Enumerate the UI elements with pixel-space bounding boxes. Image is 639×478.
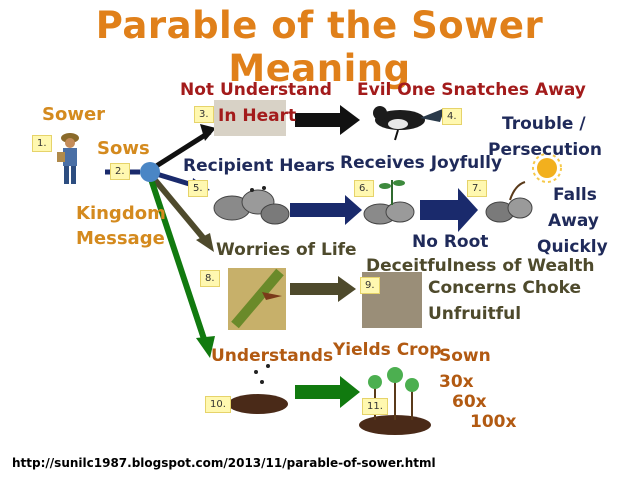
evil-one-label: Evil One Snatches Away xyxy=(357,80,586,100)
step-8-badge: 8. xyxy=(200,270,220,287)
yields-crop-label: Yields Crop xyxy=(333,340,442,360)
bird-image xyxy=(373,106,445,141)
kingdom-label-2: Message xyxy=(76,228,165,249)
step-1-badge: 1. xyxy=(32,135,52,152)
arrow-yields xyxy=(295,376,360,408)
branch-arrowhead-1 xyxy=(200,124,216,141)
step-9-badge: 9. xyxy=(360,277,380,294)
not-understand-label: Not Understand xyxy=(180,80,332,100)
persecution-label: Persecution xyxy=(488,140,602,160)
step-5-badge: 5. xyxy=(188,180,208,197)
yield-60x: 60x xyxy=(452,392,487,412)
understands-label: Understands xyxy=(211,346,334,366)
yield-30x: 30x xyxy=(439,372,474,392)
sower-figure xyxy=(57,133,79,184)
falls-label: Falls xyxy=(553,185,597,205)
page-title: Parable of the Sower Meaning xyxy=(95,4,544,90)
arrow-falls xyxy=(420,188,478,232)
branch-worries xyxy=(147,172,208,242)
arrow-choke xyxy=(290,276,356,302)
arrow-receives xyxy=(290,195,362,225)
in-heart-label: In Heart xyxy=(218,106,297,126)
receives-joyfully-label: Receives Joyfully xyxy=(340,153,503,173)
step-11-badge: 11. xyxy=(362,398,388,415)
no-root-label: No Root xyxy=(412,232,489,252)
branch-not-understand xyxy=(148,129,212,173)
crops-image xyxy=(359,367,431,435)
withered-plant-image xyxy=(485,181,533,223)
step-4-badge: 4. xyxy=(442,108,462,125)
away-label: Away xyxy=(548,211,599,231)
kingdom-label-1: Kingdom xyxy=(76,203,166,224)
source-url: http://sunilc1987.blogspot.com/2013/11/p… xyxy=(12,456,436,470)
unfruitful-label: Unfruitful xyxy=(428,304,522,324)
good-soil-image xyxy=(228,364,288,414)
thorn-image xyxy=(228,268,286,330)
hub-node xyxy=(140,162,160,182)
step-7-badge: 7. xyxy=(467,180,487,197)
yield-100x: 100x xyxy=(470,412,517,432)
rocks-image xyxy=(213,186,290,225)
deceitfulness-label: Deceitfulness of Wealth xyxy=(366,256,595,276)
sower-label: Sower xyxy=(42,104,106,125)
sown-label: Sown xyxy=(439,346,491,366)
path-image xyxy=(214,100,286,136)
branch-arrowhead-3 xyxy=(196,233,214,252)
recipient-hears-label: Recipient Hears xyxy=(183,156,335,176)
step-10-badge: 10. xyxy=(205,396,231,413)
branch-arrowhead-4 xyxy=(196,336,215,358)
step-6-badge: 6. xyxy=(354,180,374,197)
sun-image xyxy=(532,153,562,183)
rocks-sprout-image xyxy=(363,180,415,225)
sows-label: Sows xyxy=(97,138,150,159)
arrow-snatch xyxy=(295,105,360,135)
concerns-choke-label: Concerns Choke xyxy=(428,278,582,298)
worries-label: Worries of Life xyxy=(216,240,357,260)
step-2-badge: 2. xyxy=(110,163,130,180)
step-3-badge: 3. xyxy=(194,106,214,123)
trouble-label: Trouble / xyxy=(502,114,586,134)
quickly-label: Quickly xyxy=(537,237,608,257)
branch-understands xyxy=(147,175,208,343)
